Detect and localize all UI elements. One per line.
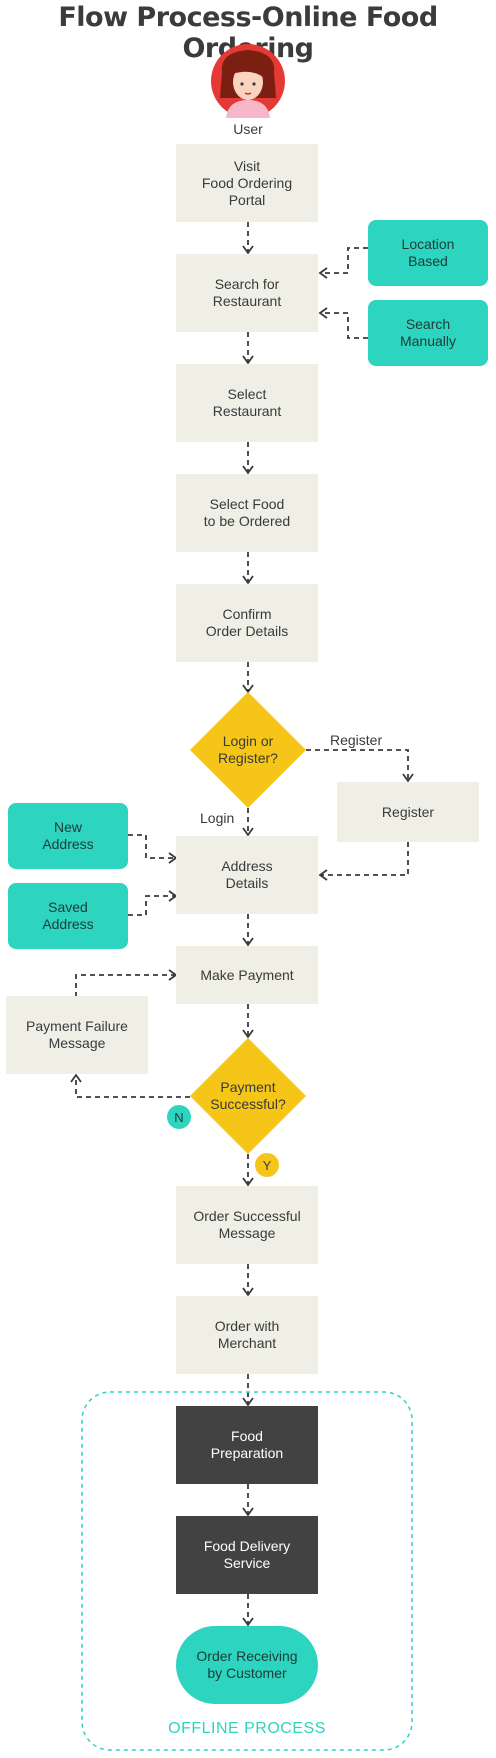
user-avatar-icon <box>211 44 285 118</box>
payment-failure-node: Payment Failure Message <box>6 996 148 1074</box>
new-address-node: New Address <box>8 803 128 869</box>
offline-process-boundary <box>81 1391 413 1751</box>
edge-saved-address <box>128 890 178 916</box>
no-badge: N <box>167 1105 191 1129</box>
order-receiving-node: Order Receiving by Customer <box>176 1626 318 1704</box>
connectors <box>70 222 414 1627</box>
select-food-node: Select Food to be Ordered <box>176 474 318 552</box>
payment-successful-diamond <box>190 1038 306 1154</box>
edge-check-failure <box>70 1073 190 1098</box>
edge-manual-search <box>318 307 368 339</box>
food-delivery-node: Food Delivery Service <box>176 1516 318 1594</box>
edge-failure-payment <box>75 969 178 997</box>
select-restaurant-node: Select Restaurant <box>176 364 318 442</box>
yes-badge: Y <box>255 1153 279 1177</box>
confirm-order-node: Confirm Order Details <box>176 584 318 662</box>
edge-new-address <box>128 834 178 864</box>
edge-login-register <box>306 749 414 783</box>
visit-portal-node: Visit Food Ordering Portal <box>176 144 318 222</box>
user-label: User <box>233 121 263 137</box>
login-edge-label: Login <box>200 810 235 826</box>
payment-successful-label: Payment Successful? <box>210 1079 286 1112</box>
location-based-node: Location Based <box>368 220 488 286</box>
search-restaurant-node: Search for Restaurant <box>176 254 318 332</box>
edge-location-search <box>318 247 368 279</box>
offline-process-label: OFFLINE PROCESS <box>168 1720 326 1737</box>
saved-address-node: Saved Address <box>8 883 128 949</box>
login-register-label: Login or Register? <box>218 733 278 766</box>
login-register-diamond <box>190 692 306 808</box>
food-preparation-node: Food Preparation <box>176 1406 318 1484</box>
search-manually-node: Search Manually <box>368 300 488 366</box>
register-node: Register <box>337 782 479 842</box>
address-details-node: Address Details <box>176 836 318 914</box>
order-with-merchant-node: Order with Merchant <box>176 1296 318 1374</box>
make-payment-node: Make Payment <box>176 946 318 1004</box>
register-edge-label: Register <box>330 732 383 748</box>
order-success-message-node: Order Successful Message <box>176 1186 318 1264</box>
edge-register-address <box>318 842 409 881</box>
